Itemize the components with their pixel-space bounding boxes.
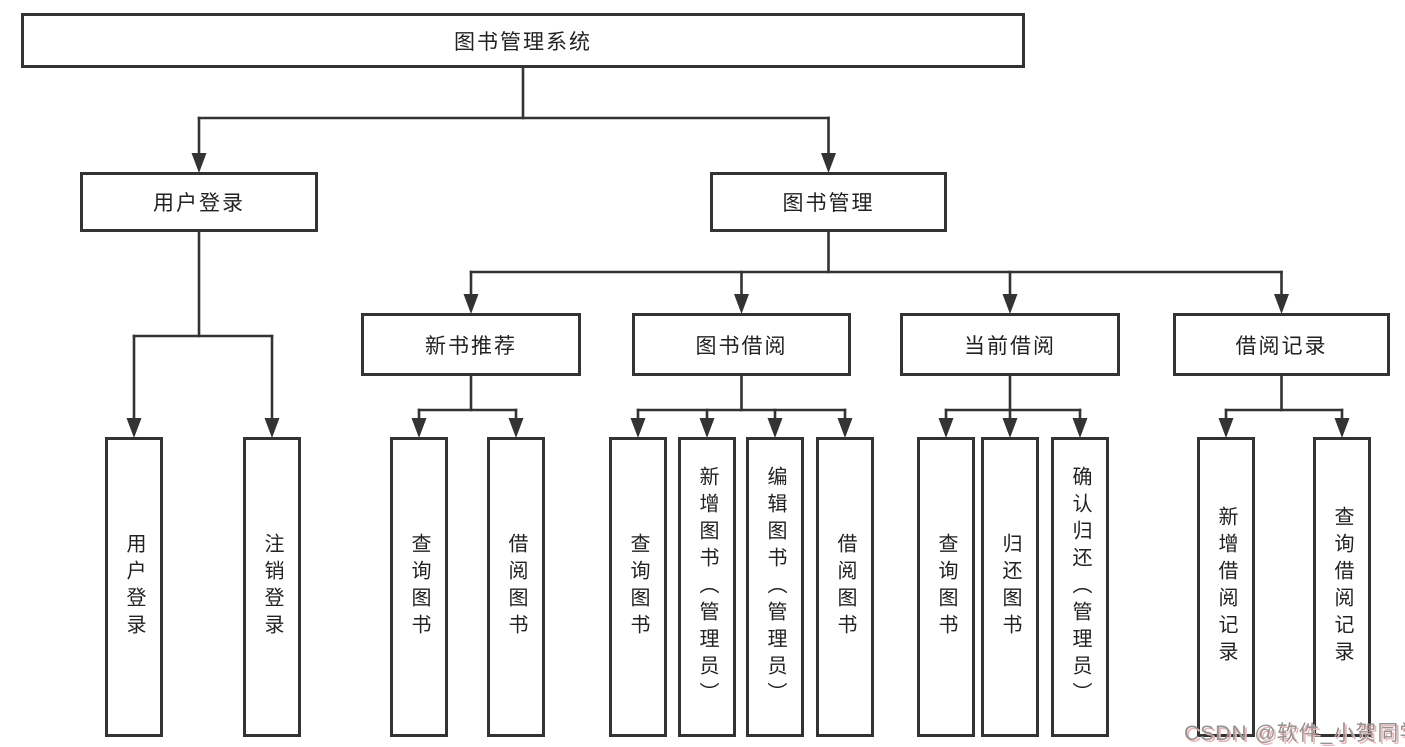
arrowhead-icon <box>699 418 715 438</box>
arrowhead-icon <box>508 418 524 438</box>
node-login: 用户登录 <box>105 437 163 737</box>
arrowhead-icon <box>1072 418 1088 438</box>
arrowhead-icon <box>126 418 142 438</box>
node-label: 确认归还（管理员） <box>1069 465 1091 709</box>
node-bb-add: 新增图书（管理员） <box>678 437 736 737</box>
arrowhead-icon <box>1334 418 1350 438</box>
arrowhead-icon <box>1218 418 1234 438</box>
node-label: 查询借阅记录 <box>1331 506 1353 668</box>
node-label: 查询图书 <box>627 533 649 641</box>
node-label: 图书管理 <box>782 192 875 215</box>
node-label: 图书管理系统 <box>454 30 592 54</box>
node-label: 新增图书（管理员） <box>696 465 718 709</box>
node-borrow-records: 借阅记录 <box>1173 313 1390 376</box>
node-label: 借阅图书 <box>834 533 856 641</box>
node-label: 注销登录 <box>261 533 283 641</box>
watermark: CSDN @软件_小贺同学 <box>1184 722 1405 745</box>
node-root: 图书管理系统 <box>21 13 1025 68</box>
node-current-borrow: 当前借阅 <box>900 313 1120 376</box>
node-label: 归还图书 <box>999 533 1021 641</box>
arrowhead-icon <box>191 153 207 173</box>
arrowhead-icon <box>767 418 783 438</box>
arrowhead-icon <box>411 418 427 438</box>
node-label: 查询图书 <box>935 533 957 641</box>
arrowhead-icon <box>1002 294 1018 314</box>
arrowhead-icon <box>837 418 853 438</box>
node-bb-query: 查询图书 <box>609 437 667 737</box>
arrowhead-icon <box>734 294 749 314</box>
node-logout: 注销登录 <box>243 437 301 737</box>
node-label: 查询图书 <box>408 533 430 641</box>
node-label: 编辑图书（管理员） <box>764 465 786 709</box>
node-label: 当前借阅 <box>964 334 1056 358</box>
node-nb-query: 查询图书 <box>390 437 448 737</box>
node-label: 图书借阅 <box>695 334 788 358</box>
node-cb-return: 归还图书 <box>981 437 1039 737</box>
arrowhead-icon <box>463 294 479 314</box>
node-label: 用户登录 <box>153 192 245 215</box>
arrowhead-icon <box>264 418 280 438</box>
node-nb-borrow: 借阅图书 <box>487 437 545 737</box>
node-cb-confirm: 确认归还（管理员） <box>1051 437 1109 737</box>
node-label: 借阅记录 <box>1235 334 1328 358</box>
node-label: 用户登录 <box>123 533 145 641</box>
node-cb-query: 查询图书 <box>917 437 975 737</box>
node-book-borrow: 图书借阅 <box>632 313 851 376</box>
arrowhead-icon <box>938 418 954 438</box>
node-br-add: 新增借阅记录 <box>1197 437 1255 737</box>
arrowhead-icon <box>630 418 646 438</box>
node-bb-edit: 编辑图书（管理员） <box>746 437 804 737</box>
node-book-mgmt: 图书管理 <box>710 172 947 232</box>
node-label: 借阅图书 <box>505 533 527 641</box>
arrowhead-icon <box>1274 294 1289 314</box>
node-bb-borrow: 借阅图书 <box>816 437 874 737</box>
node-user-login: 用户登录 <box>80 172 318 232</box>
node-br-query: 查询借阅记录 <box>1313 437 1371 737</box>
arrowhead-icon <box>1002 418 1018 438</box>
node-new-book-rec: 新书推荐 <box>361 313 581 376</box>
node-label: 新书推荐 <box>425 334 517 358</box>
arrowhead-icon <box>821 153 836 173</box>
node-label: 新增借阅记录 <box>1215 506 1237 668</box>
